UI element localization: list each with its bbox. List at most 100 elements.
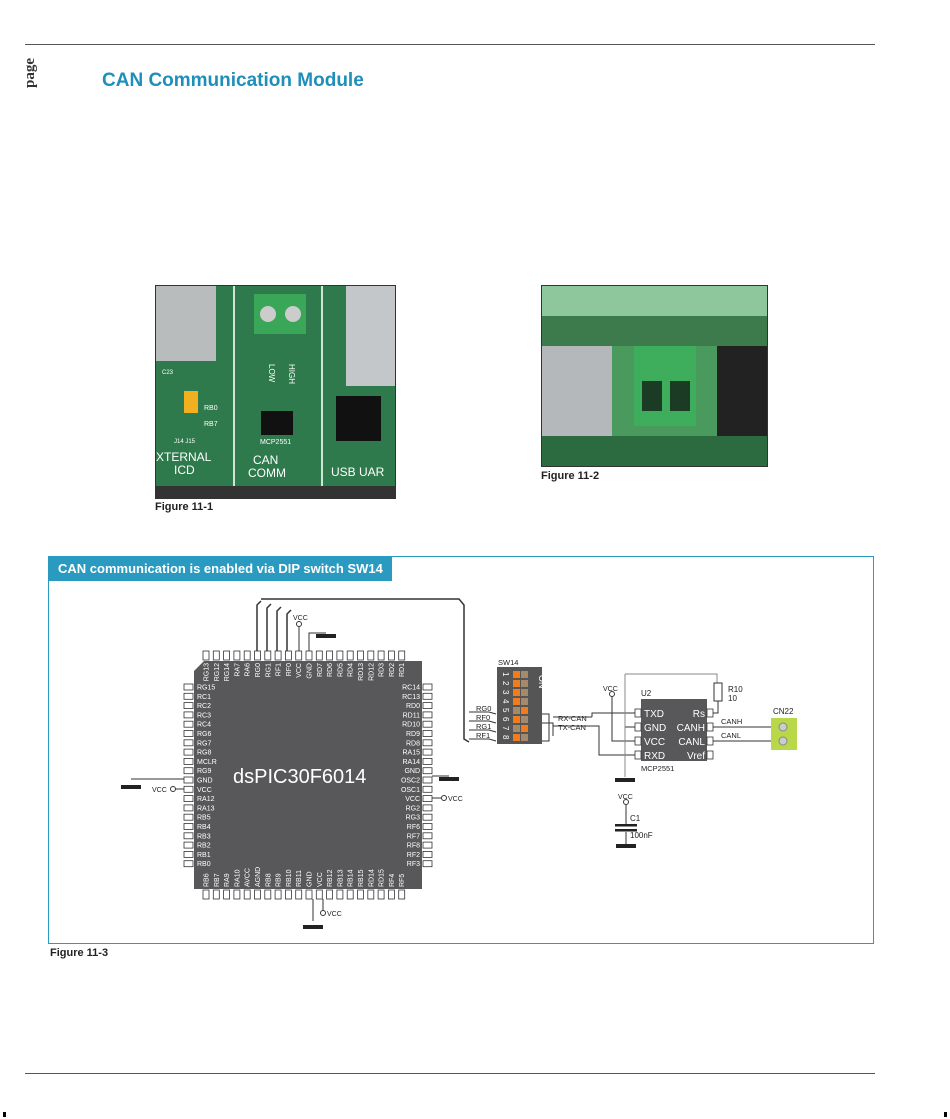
mcu-pin-label: RC14	[402, 685, 420, 692]
dip-switch-lever	[513, 698, 520, 705]
mcu-pin-label: GND	[307, 871, 314, 887]
u2-pin	[706, 708, 714, 718]
bus-wire	[261, 598, 470, 743]
u2-pin-label: Vref	[687, 751, 705, 762]
mcu-pin-label: RB8	[265, 873, 272, 887]
mcu-pin	[422, 823, 433, 830]
net-label: RF0	[476, 713, 490, 722]
dip-switch-lever	[521, 689, 528, 696]
mcu-pin	[422, 785, 433, 793]
mcu-pin	[422, 730, 433, 737]
bus-wire	[286, 609, 292, 651]
mcu-pin-label: RB1	[197, 852, 211, 859]
u2-pin-label: CANL	[678, 737, 705, 748]
mcu-pin	[183, 692, 194, 700]
u2-pin-label: TXD	[644, 709, 664, 720]
ground-symbol	[439, 777, 459, 781]
jumper-j14-j15-label: J14 J15	[174, 439, 196, 445]
dip-switch-lever	[513, 716, 520, 723]
mcu-pin-label: MCLR	[197, 759, 217, 766]
mcu-pin	[284, 650, 292, 661]
mcu-pin	[233, 889, 241, 900]
mcu-pin	[274, 650, 282, 661]
mcu-pin-label: RF0	[286, 663, 293, 676]
dip-switch-lever	[513, 689, 520, 696]
dip-position-label: 7	[501, 726, 510, 731]
mcu-pin	[183, 757, 194, 765]
dip-position-label: 2	[501, 681, 510, 686]
mcu-pin-label: RD15	[379, 869, 386, 887]
svg-text:MCP2551: MCP2551	[260, 439, 291, 446]
can-schematic: dsPIC30F6014RG15RC1RC2RC3RC4RG6RG7RG8MCL…	[121, 598, 797, 929]
mcu-pin	[387, 889, 395, 900]
mcu-pin-label: RB12	[327, 869, 334, 887]
ground-symbol	[303, 925, 323, 929]
dip-position-label: 3	[501, 690, 510, 695]
mcu-pin-label: RG3	[406, 815, 421, 822]
net-wire	[469, 711, 497, 715]
svg-text:XTERNAL: XTERNAL	[156, 450, 212, 464]
vcc-label: VCC	[603, 686, 618, 693]
mcu-pin-label: RA10	[234, 869, 241, 887]
mcu-pin-label: RG14	[224, 663, 231, 681]
mcu-pin-label: RG12	[214, 663, 221, 681]
dip-switch-lever	[521, 671, 528, 678]
mcu-pin	[422, 776, 433, 784]
mcu-pin	[183, 785, 194, 793]
mcu-pin	[326, 650, 334, 661]
mcu-pin-label: RB14	[348, 869, 355, 887]
mcu-pin-label: RC1	[197, 694, 211, 701]
vcc-label: VCC	[618, 794, 633, 801]
mcu-pin	[254, 650, 261, 661]
mcu-pin-label: RA7	[234, 663, 241, 677]
wire	[308, 632, 326, 651]
mcu-pin	[243, 889, 251, 900]
mcu-pin-label: RA14	[402, 759, 420, 766]
mcu-pin-label: RG6	[197, 731, 212, 738]
mcu-pin-label: RB13	[337, 869, 344, 887]
mcu-pin	[243, 650, 251, 661]
mcu-pin	[422, 692, 433, 700]
mcu-pin-label: RC2	[197, 703, 211, 710]
mcu-pin	[315, 650, 323, 661]
mcu-pin	[183, 795, 194, 803]
mcu-pin	[367, 650, 375, 661]
dip-position-label: 8	[501, 735, 510, 740]
u2-pin	[706, 722, 714, 732]
dip-switch-lever	[513, 671, 520, 678]
mcu-pin	[422, 683, 433, 691]
mcu-pin	[183, 804, 194, 812]
svg-text:LOW: LOW	[267, 364, 276, 383]
cn22-label: CN22	[773, 707, 794, 716]
mcu-pin	[422, 804, 433, 812]
net-label: RF1	[476, 731, 490, 740]
ground-symbol	[121, 785, 141, 789]
net-label: RG1	[476, 722, 491, 731]
r10-label: R10	[728, 685, 743, 694]
mcu-pin-label: RG8	[197, 750, 212, 757]
mcu-pin	[422, 795, 433, 803]
mcu-pin-label: OSC2	[401, 778, 420, 785]
vcc-label: VCC	[327, 911, 342, 918]
svg-text:CAN: CAN	[253, 453, 278, 467]
bus-wire	[276, 606, 282, 651]
mcu-pin-label: RF2	[407, 852, 420, 859]
mcu-pin	[422, 711, 433, 719]
u2-pin	[634, 736, 642, 746]
mcu-pin-label: RC4	[197, 722, 211, 729]
mcu-pin	[305, 889, 313, 900]
mcu-pin-label: RD0	[406, 703, 420, 710]
canh-label: CANH	[721, 717, 742, 726]
mcu-pin	[183, 739, 194, 747]
wire	[611, 697, 635, 742]
mcu-pin-label: RG9	[197, 768, 212, 775]
page-title: CAN Communication Module	[102, 70, 364, 91]
wire	[625, 673, 718, 683]
vcc-symbol	[170, 786, 176, 792]
u2-pin-label: RXD	[644, 751, 665, 762]
mcu-pin	[212, 650, 220, 661]
mcu-pin-label: RD6	[327, 663, 334, 677]
dip-switch-lever	[521, 716, 528, 723]
mcu-pin-label: AGND	[255, 867, 262, 887]
mcu-pin-label: RG15	[197, 685, 215, 692]
